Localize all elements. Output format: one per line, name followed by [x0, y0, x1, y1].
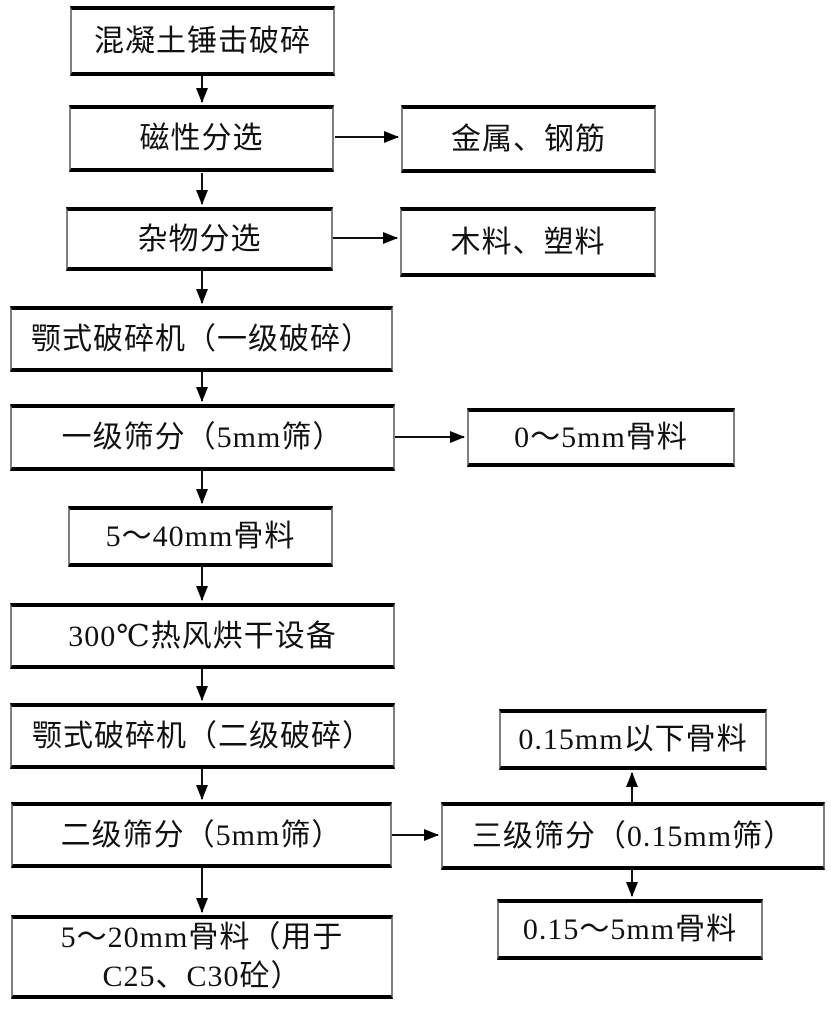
- node-aggregate-5-20mm-c25-c30: 5～20mm骨料（用于 C25、C30砼）: [11, 915, 393, 999]
- node-jaw-crusher-primary: 颚式破碎机（一级破碎）: [10, 306, 393, 372]
- node-primary-sieving-5mm: 一级筛分（5mm筛）: [10, 404, 395, 471]
- node-wood-plastic-output: 木料、塑料: [400, 207, 656, 277]
- node-hot-air-drying-300c: 300℃热风烘干设备: [10, 603, 395, 669]
- node-jaw-crusher-secondary: 颚式破碎机（二级破碎）: [10, 703, 395, 769]
- node-aggregate-below-015mm: 0.15mm以下骨料: [499, 709, 767, 770]
- node-magnetic-sorting: 磁性分选: [69, 105, 334, 172]
- node-aggregate-0-5mm: 0～5mm骨料: [467, 408, 735, 467]
- node-tertiary-sieving-015mm: 三级筛分（0.15mm筛）: [441, 802, 825, 870]
- node-secondary-sieving-5mm: 二级筛分（5mm筛）: [11, 802, 392, 868]
- node-aggregate-5-40mm: 5～40mm骨料: [68, 506, 333, 567]
- node-metal-rebar-output: 金属、钢筋: [401, 105, 656, 173]
- node-concrete-hammer-crushing: 混凝土锤击破碎: [70, 6, 335, 76]
- node-impurity-sorting: 杂物分选: [66, 207, 333, 271]
- node-aggregate-015-5mm: 0.15～5mm骨料: [497, 899, 763, 960]
